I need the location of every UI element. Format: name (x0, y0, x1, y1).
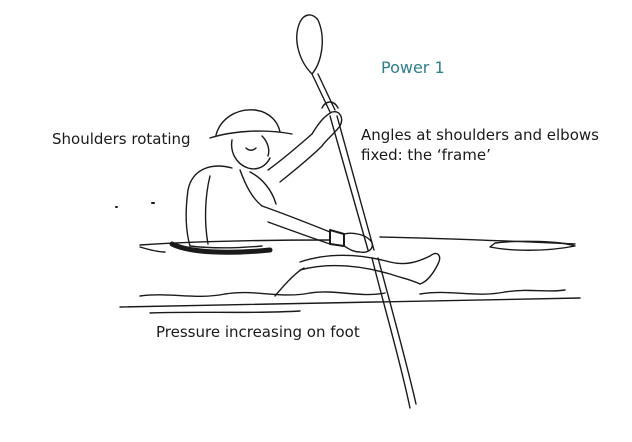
paddler-upper-arm (267, 101, 343, 183)
water-lines (119, 289, 581, 314)
diagram-title: Power 1 (381, 58, 445, 77)
paddler-lower-arm (261, 205, 374, 254)
stray-marks (115, 202, 155, 208)
paddler-torso (185, 165, 277, 249)
label-angles-frame: Angles at shoulders and elbows fixed: th… (361, 125, 599, 165)
paddle (296, 14, 417, 409)
label-angles-line1: Angles at shoulders and elbows (361, 126, 599, 144)
paddler-head (209, 109, 293, 170)
label-angles-line2: fixed: the ‘frame’ (361, 146, 491, 164)
paddler-leg (274, 252, 441, 297)
label-pressure-on-foot: Pressure increasing on foot (156, 323, 360, 341)
label-shoulders-rotating: Shoulders rotating (52, 130, 191, 148)
kayak-outline (139, 236, 576, 255)
